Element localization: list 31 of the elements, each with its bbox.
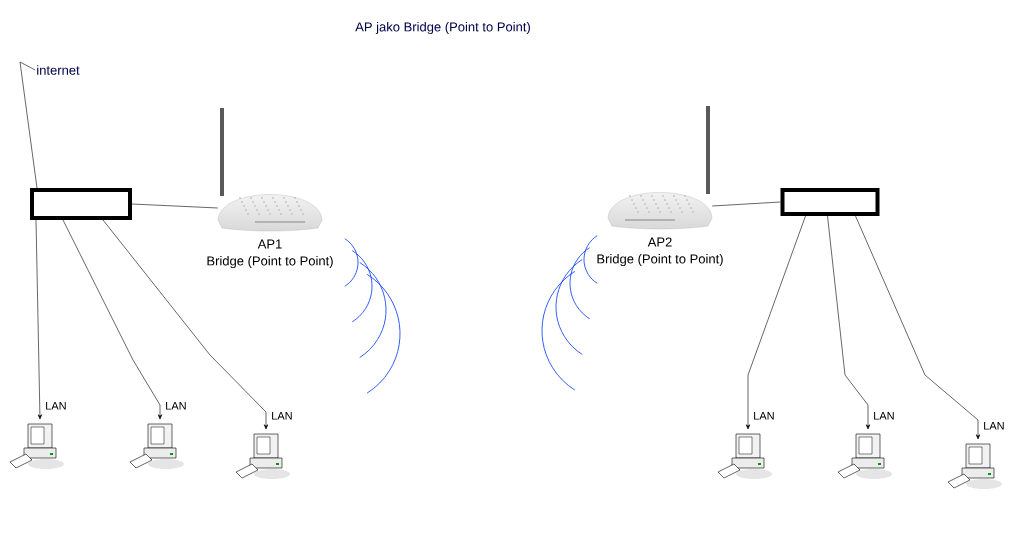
- edge-label: LAN: [984, 422, 1004, 430]
- edge-label: LAN: [46, 402, 66, 410]
- node-label: internet: [37, 65, 80, 75]
- device-label: AP2: [647, 237, 672, 247]
- computer-drawing: [947, 443, 1002, 489]
- connector-line: [711, 201, 781, 207]
- device-label: Bridge (Point to Point): [597, 253, 723, 267]
- connector-line: [62, 219, 163, 420]
- edge-label: LAN: [166, 402, 186, 410]
- computer-drawing: [235, 433, 290, 479]
- computer-drawing: [129, 423, 184, 469]
- device-label: Bridge (Point to Point): [207, 255, 333, 269]
- connector-line: [131, 203, 219, 209]
- edge-label: LAN: [874, 412, 894, 420]
- device-label: AP1: [257, 239, 282, 249]
- computer-drawing: [9, 423, 64, 469]
- connector-line: [102, 219, 269, 430]
- connector-line: [827, 215, 871, 430]
- connector-line: [745, 215, 806, 430]
- switch-box: [30, 188, 132, 220]
- computer-drawing: [837, 433, 892, 479]
- connector-line: [19, 61, 38, 189]
- router-drawing: [607, 106, 713, 230]
- connector-line: [35, 219, 42, 420]
- computer-drawing: [717, 433, 772, 479]
- switch-box: [780, 188, 880, 216]
- title: AP jako Bridge (Point to Point): [355, 21, 530, 35]
- edge-label: LAN: [272, 412, 292, 420]
- edge-label: LAN: [754, 412, 774, 420]
- connector-line: [855, 215, 981, 440]
- router-drawing: [217, 108, 323, 232]
